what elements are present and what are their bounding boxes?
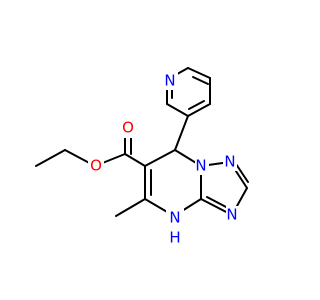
- triazole-n3-bg: [226, 206, 240, 224]
- c7-to-c6-bond: [144, 149, 176, 167]
- bonds: [35, 67, 249, 217]
- ethyl-c-c-bond: [35, 149, 66, 167]
- pyridine-n-label: N: [164, 72, 175, 90]
- molecule-canvas: N N N N N H O O: [35, 67, 249, 248]
- triazole-n2-bg: [223, 153, 237, 171]
- pyridine-bond-bottom-left: [166, 103, 189, 117]
- molecule-structure: N N N N N H O O: [35, 67, 249, 248]
- n2-to-c3-double-bond: [235, 163, 249, 183]
- amine-bg: [166, 208, 184, 248]
- pyridine-n-bg: [164, 72, 178, 90]
- triazole-n2-label: N: [224, 153, 235, 171]
- ester-o-double-label: O: [122, 119, 134, 137]
- methyl-bond: [115, 198, 146, 217]
- pyridine-bond-bottom-right-double: [188, 100, 205, 110]
- n4-to-c8a-double-bond: [206, 196, 229, 209]
- pyridine-bond-top: [187, 67, 211, 79]
- pyridine-bond-top-double: [192, 76, 209, 85]
- pyridine-bond-bottom-right: [187, 103, 211, 117]
- triazole-n1-bg: [195, 157, 209, 175]
- ester-o-single-label: O: [90, 157, 102, 175]
- pyridine-to-ring-bond: [174, 115, 189, 151]
- amine-h-label: H: [169, 229, 180, 247]
- amine-n-label: N: [169, 209, 180, 227]
- atom-labels: N N N N N H O O: [88, 72, 240, 248]
- ester-o-single-bg: [88, 157, 104, 175]
- triazole-n1-label: N: [195, 157, 206, 175]
- ester-carbonyl-bond: [124, 153, 146, 167]
- ester-o-double-bg: [119, 118, 137, 138]
- triazole-n3-label: N: [226, 206, 237, 224]
